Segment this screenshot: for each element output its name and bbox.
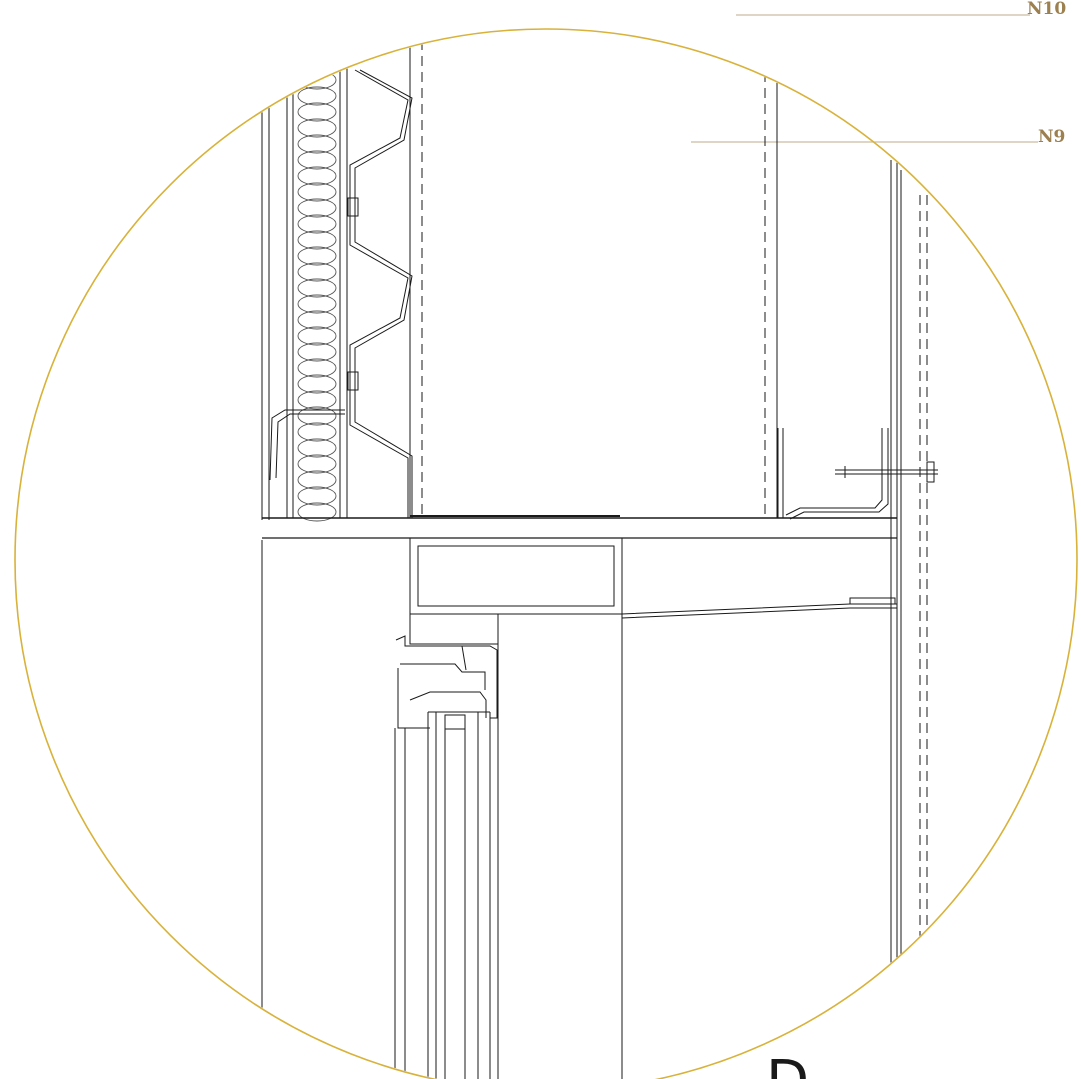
detail-circle — [14, 28, 1078, 1079]
left-wall-lines — [261, 88, 294, 1079]
window-frame-profile — [394, 613, 499, 1079]
floor-slab — [262, 515, 897, 539]
level-label-n9: N9 — [1038, 127, 1065, 147]
insulation-column — [297, 60, 348, 522]
slab-edge-bracket — [269, 409, 345, 481]
steel-deck-profile — [347, 69, 413, 518]
facade-posts — [890, 160, 902, 1079]
window-head-beam — [409, 537, 897, 1079]
angle-bracket-anchor — [777, 428, 938, 520]
level-label-n10: N10 — [1027, 0, 1066, 19]
detail-letter: D — [766, 1049, 809, 1079]
